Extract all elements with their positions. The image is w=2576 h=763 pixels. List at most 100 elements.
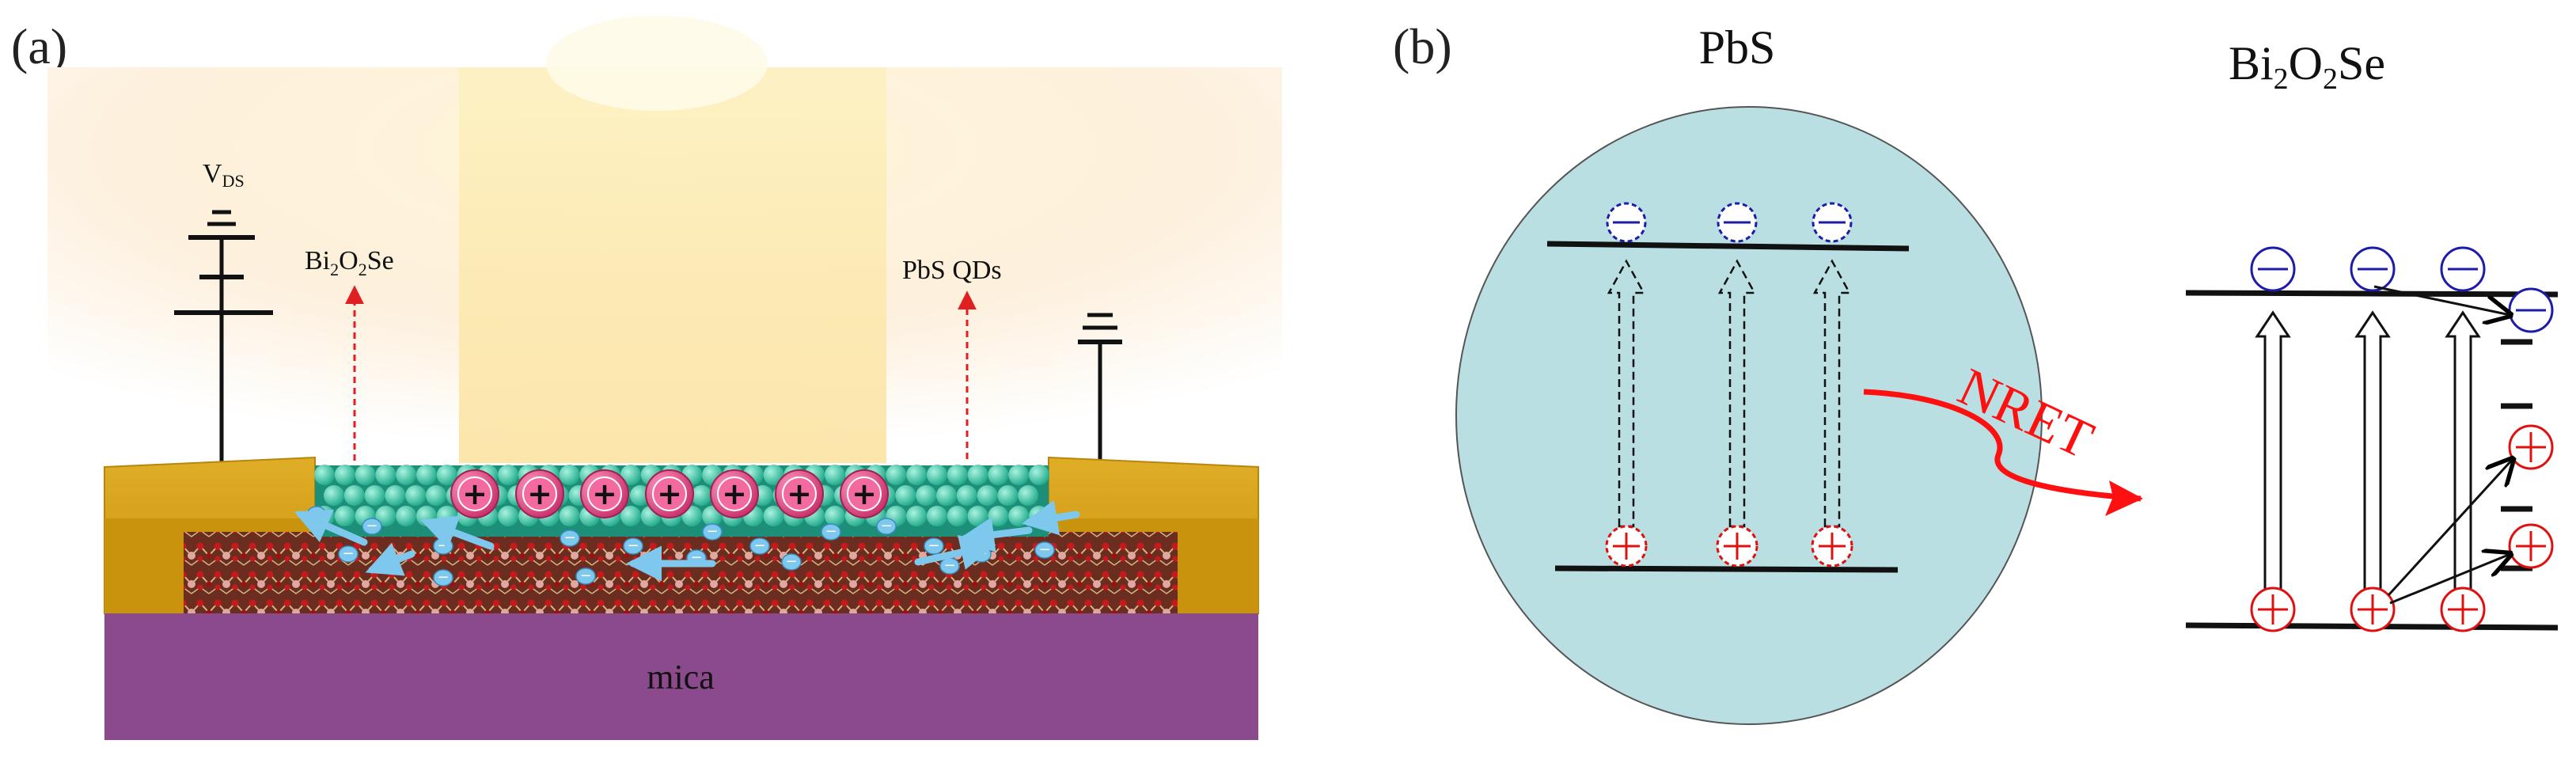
electron-charge: − — [623, 537, 643, 555]
qd-sphere — [620, 506, 641, 526]
bi2o2se-title: Bi2O2Se — [2229, 37, 2385, 96]
electron-symbol: − — [825, 523, 837, 540]
vds-source-left — [174, 210, 273, 461]
electron-charge: − — [575, 568, 596, 585]
qd-sphere — [825, 465, 845, 485]
qd-sphere — [426, 485, 446, 506]
electron-flow-arrow — [420, 515, 495, 550]
pbs-hole — [1605, 525, 1648, 568]
electron-symbol: − — [928, 537, 939, 554]
qd-sphere — [895, 485, 916, 506]
pbs-valence-band — [1554, 565, 1899, 573]
electron-charge: − — [876, 518, 897, 535]
hole-symbol: + — [592, 476, 617, 511]
qd-sphere — [825, 506, 845, 526]
qd-sphere — [436, 465, 457, 485]
hole-charge: + — [840, 469, 889, 518]
electron-symbol: − — [753, 537, 765, 554]
panel-b: (b) PbS Bi2O2Se NRET — [1393, 18, 2559, 725]
bi2o2se-carriers — [2250, 246, 2554, 632]
hole-symbol: + — [657, 476, 682, 511]
pbs-excitation-arrow — [1812, 259, 1852, 528]
hole-charge: + — [775, 469, 824, 518]
qd-sphere — [906, 465, 928, 485]
qd-sphere — [906, 506, 928, 526]
qd-sphere — [559, 506, 580, 526]
pbs-title: PbS — [1699, 21, 1776, 74]
qd-sphere — [886, 465, 907, 485]
qd-sphere — [375, 465, 396, 485]
qd-sphere — [763, 506, 784, 526]
electron-charge: − — [781, 553, 802, 571]
qd-sphere — [977, 485, 998, 506]
hole-charge: + — [710, 469, 759, 518]
qd-sphere — [396, 465, 417, 485]
electron-charge: − — [338, 545, 359, 563]
bi2o2se-conduction-band — [2185, 290, 2559, 298]
bi2o2se-electron — [2440, 246, 2486, 292]
bi2o2se-excitation-arrow — [2255, 310, 2291, 602]
electron-charge: − — [433, 537, 453, 555]
qd-sphere — [967, 465, 988, 485]
hole-symbol: + — [527, 476, 552, 511]
bi2o2se-electron — [2250, 246, 2296, 292]
qd-sphere — [324, 485, 344, 506]
qd-sphere — [936, 485, 957, 506]
qd-sphere — [334, 506, 355, 526]
hole-charge: + — [450, 469, 499, 518]
electron-symbol: − — [437, 569, 449, 586]
qd-sphere — [947, 465, 968, 485]
hole-charge: + — [580, 469, 629, 518]
qd-sphere — [997, 485, 1019, 506]
hole-charge: + — [645, 469, 694, 518]
qd-sphere — [947, 506, 968, 526]
electron-charge: − — [749, 537, 770, 555]
electron-symbol: − — [785, 553, 797, 570]
vds-label: VDS — [203, 159, 245, 191]
electron-symbol: − — [437, 537, 449, 554]
qd-sphere — [1008, 465, 1030, 485]
panel-b-label: (b) — [1393, 18, 1452, 74]
electron-charge: − — [702, 523, 723, 541]
qd-sphere — [364, 485, 385, 506]
nret-arrowhead — [2105, 480, 2143, 516]
pbs-electron — [1606, 202, 1647, 243]
qd-sphere — [988, 465, 1009, 485]
pbs-hole — [1716, 525, 1758, 568]
pbs-electron — [1717, 202, 1758, 243]
bi2o2se-hole — [2508, 523, 2554, 569]
electron-charge: − — [1034, 541, 1055, 559]
electron-symbol: − — [880, 518, 892, 534]
hole-charge: + — [515, 469, 564, 518]
qd-sphere — [396, 506, 417, 526]
pbs-excitation-arrow — [1607, 259, 1646, 528]
electron-symbol: − — [706, 523, 718, 540]
bi2o2se-excitation-arrow — [2445, 310, 2481, 602]
qd-sphere — [988, 506, 1009, 526]
bi2o2se-excitation-arrow — [2354, 310, 2391, 602]
electron-symbol: − — [563, 530, 575, 546]
qd-sphere — [967, 506, 988, 526]
electron-group: −−−−−−−−−−−−−−−−−− — [294, 499, 1080, 586]
electron-flow-arrow — [1022, 499, 1080, 536]
mica-substrate — [104, 613, 1258, 740]
hole-trap-arrow-1 — [2387, 459, 2513, 597]
pbs-qd-circle — [1455, 106, 2043, 725]
qd-sphere — [956, 485, 977, 506]
hole-symbol: + — [462, 476, 488, 511]
qd-sphere — [343, 485, 365, 506]
electron-charge: − — [821, 523, 841, 541]
electron-charge: − — [924, 537, 944, 555]
qd-sphere — [1018, 485, 1039, 506]
nret-arrow — [1863, 389, 2142, 502]
pbs-conduction-band — [1546, 241, 1910, 252]
qd-sphere — [416, 465, 437, 485]
qd-sphere — [498, 506, 519, 526]
hole-symbol: + — [722, 476, 747, 511]
panel-a-label: (a) — [11, 18, 67, 74]
qd-sphere — [498, 465, 519, 485]
pbs-electron — [1812, 202, 1853, 243]
pbs-carriers — [1605, 202, 1853, 568]
bi2o2se-hole — [2250, 586, 2296, 632]
